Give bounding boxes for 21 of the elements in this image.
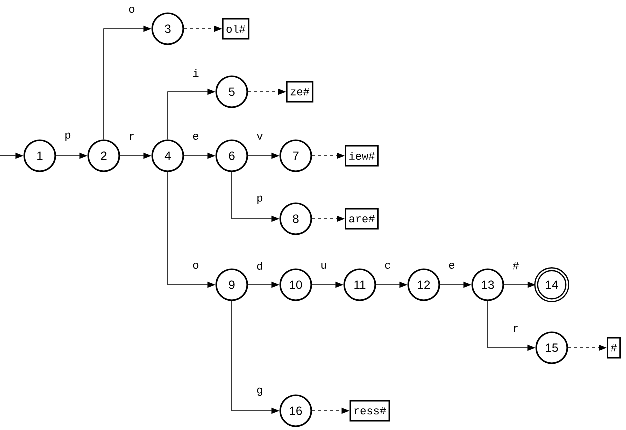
edge-label: p: [64, 132, 72, 142]
edge-label: u: [320, 262, 328, 270]
edge-label: g: [256, 386, 264, 398]
edge-label: c: [384, 262, 392, 270]
edge-label: r: [128, 133, 136, 141]
suffix-box: are#: [345, 208, 379, 230]
suffix-box: #: [607, 337, 621, 359]
edge-label: v: [256, 133, 264, 141]
suffix-box: ze#: [286, 81, 314, 103]
edge-label: d: [256, 260, 264, 272]
edge-label: i: [192, 68, 200, 78]
edge-label: o: [128, 6, 136, 14]
edge-label: r: [512, 325, 520, 333]
edge-label: o: [192, 262, 200, 270]
suffix-box: ress#: [350, 400, 390, 422]
edge-label: e: [192, 132, 200, 141]
suffix-box: ol#: [222, 18, 250, 40]
edge-label: p: [256, 194, 264, 206]
edge-label: #: [512, 261, 520, 271]
edge-label: e: [448, 262, 456, 270]
suffix-box: iew#: [345, 145, 379, 167]
